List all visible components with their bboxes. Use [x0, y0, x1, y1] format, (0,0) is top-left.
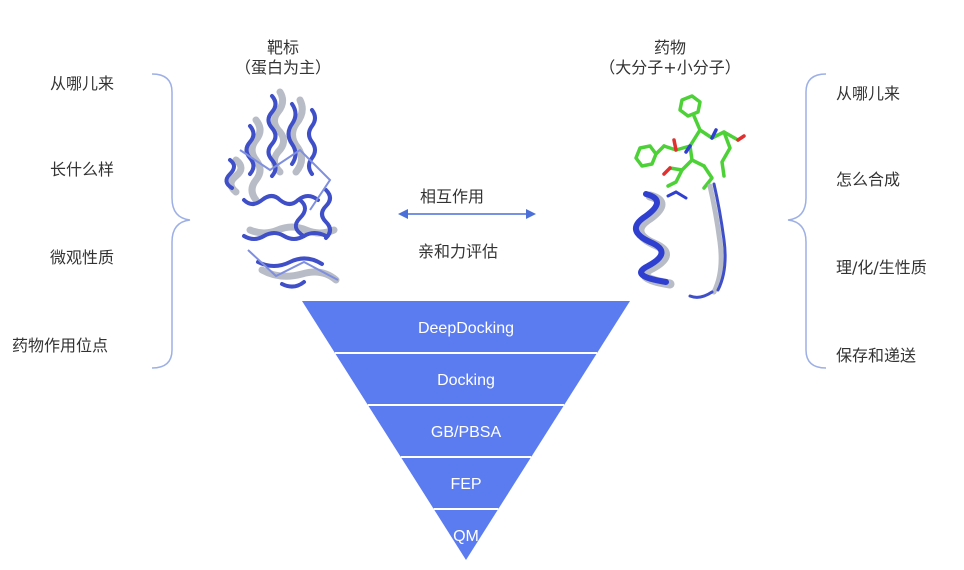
target-question-micro-properties: 微观性质 [50, 248, 115, 267]
target-question-structure: 长什么样 [50, 160, 115, 179]
drug-molecule-image [633, 94, 746, 299]
drug-question-properties: 理/化/生性质 [836, 258, 927, 277]
interaction-label: 相互作用 [420, 187, 485, 206]
target-bracket [151, 73, 191, 369]
funnel-level-deepdocking: DeepDocking [418, 320, 514, 337]
target-question-origin: 从哪儿来 [50, 74, 115, 93]
drug-subtitle: （大分子+小分子） [599, 58, 741, 77]
target-question-binding-site: 药物作用位点 [12, 336, 109, 355]
funnel-level-docking: Docking [437, 372, 495, 389]
funnel-level-gb-pbsa: GB/PBSA [431, 424, 502, 441]
funnel-shape [302, 301, 630, 560]
drug-question-storage-delivery: 保存和递送 [836, 346, 917, 365]
funnel-level-fep: FEP [450, 476, 481, 493]
drug-title: 药物 [653, 38, 686, 57]
funnel-level-qm: QM [453, 528, 479, 545]
interaction-arrow [398, 209, 536, 219]
drug-bracket [787, 73, 827, 369]
protein-structure-image [224, 88, 340, 289]
affinity-label: 亲和力评估 [418, 242, 499, 261]
target-subtitle: （蛋白为主） [234, 58, 331, 77]
drug-question-origin: 从哪儿来 [836, 84, 901, 103]
drug-question-synthesis: 怎么合成 [836, 170, 901, 189]
target-header: 靶标 （蛋白为主） [228, 38, 338, 78]
drug-header: 药物 （大分子+小分子） [590, 38, 750, 78]
target-title: 靶标 [266, 38, 299, 57]
